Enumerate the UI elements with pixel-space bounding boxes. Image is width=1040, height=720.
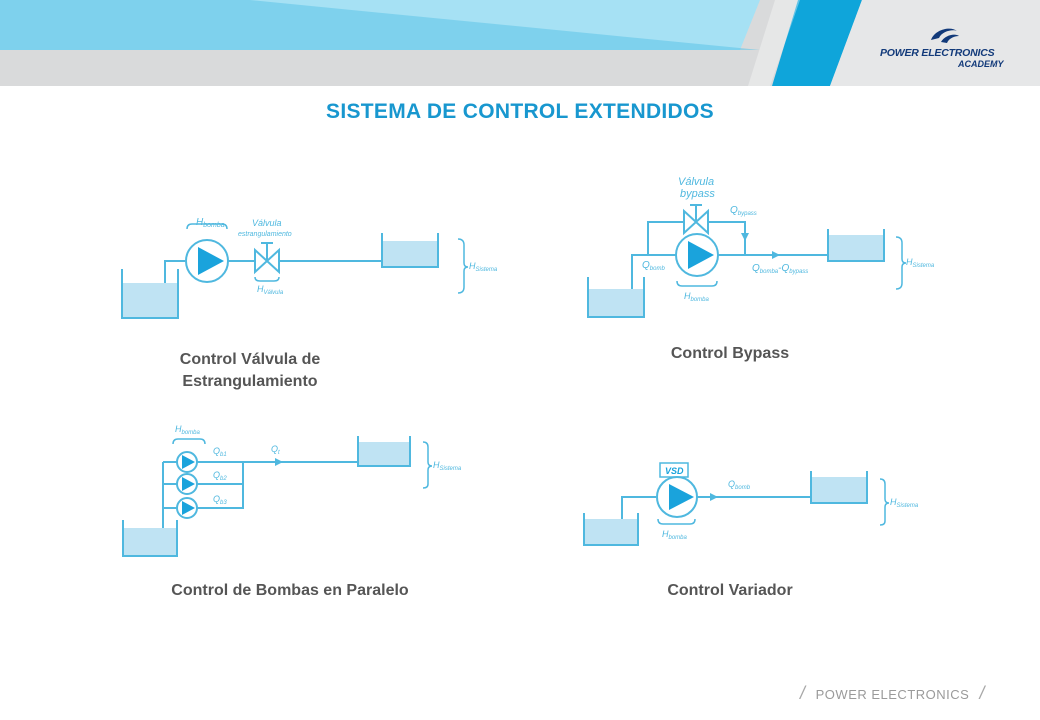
q-bypass-label: Qbypass xyxy=(730,205,757,217)
h-sistema-label: HSistema xyxy=(906,257,935,269)
h-bomba-label: Hbomba xyxy=(196,217,225,229)
discharge-tank xyxy=(382,241,438,267)
header-banner xyxy=(0,0,1040,86)
bypass-valve-icon xyxy=(683,204,709,236)
h-sistema-label: HSistema xyxy=(433,460,462,472)
suction-tank xyxy=(584,519,638,545)
logo-swoosh-icon xyxy=(931,28,959,43)
valve-caption-line1: Control Válvula de xyxy=(179,351,321,368)
h-bomba-label: Hbomba xyxy=(175,424,201,436)
suction-tank xyxy=(122,283,178,318)
valve-label: Válvula xyxy=(252,218,282,228)
page-title: SISTEMA DE CONTROL EXTENDIDOS xyxy=(326,100,714,123)
h-bomba-label: Hbomba xyxy=(684,291,710,303)
qb3-label: Qb3 xyxy=(213,494,227,506)
q-bomba-minus-bypass-label: Qbomba-Qbypass xyxy=(752,263,808,275)
parallel-pumps-caption: Control de Bombas en Paralelo xyxy=(171,582,409,599)
footer-text: POWER ELECTRONICS xyxy=(815,687,970,702)
pump-2-icon xyxy=(176,473,198,495)
h-sistema-label: HSistema xyxy=(469,261,498,273)
h-valvula-label: HVálvula xyxy=(257,284,284,296)
vsd-label: VSD xyxy=(665,466,684,476)
h-sistema-label: HSistema xyxy=(890,497,919,509)
footer-brand: / POWER ELECTRONICS / xyxy=(800,683,1000,704)
discharge-tank xyxy=(811,477,867,503)
valve-control-diagram: Hbomba Válvula estrangulamiento HVálvula… xyxy=(121,217,498,319)
vsd-control-caption: Control Variador xyxy=(667,582,793,599)
bypass-control-diagram: Válvula bypass Qbypass Qbomb Qbomba-Qbyp… xyxy=(587,176,935,318)
valve-sublabel: estrangulamiento xyxy=(238,231,292,238)
bypass-valve-sublabel: bypass xyxy=(680,188,715,200)
suction-tank xyxy=(588,289,644,317)
valve-caption-line2: Estrangulamiento xyxy=(182,373,318,390)
logo-text: POWER ELECTRONICS xyxy=(880,47,995,59)
vsd-control-diagram: VSD Qbomb Hbomba HSistema xyxy=(583,462,919,546)
q-bomb-label: Qbomb xyxy=(728,479,751,491)
valve-control-caption: Control Válvula de Estrangulamiento xyxy=(130,349,370,393)
footer-slash-right: / xyxy=(979,683,985,703)
bypass-control-caption: Control Bypass xyxy=(670,345,790,362)
pump-1-icon xyxy=(176,451,198,473)
bypass-valve-label: Válvula xyxy=(678,176,714,188)
footer-slash-left: / xyxy=(800,683,806,703)
throttle-valve-icon xyxy=(254,242,280,275)
discharge-tank xyxy=(358,442,410,466)
qb2-label: Qb2 xyxy=(213,470,227,482)
logo-subtext: ACADEMY xyxy=(958,59,1004,69)
qt-label: Qt xyxy=(271,444,280,456)
suction-tank xyxy=(123,528,177,556)
pump-3-icon xyxy=(176,497,198,519)
parallel-pumps-diagram: Hbomba Qb1 Qb2 Qb3 Qt HSistema xyxy=(122,424,462,557)
h-bomba-label: Hbomba xyxy=(662,529,688,541)
q-bomb-label: Qbomb xyxy=(642,260,665,272)
qb1-label: Qb1 xyxy=(213,446,227,458)
discharge-tank xyxy=(828,235,884,261)
